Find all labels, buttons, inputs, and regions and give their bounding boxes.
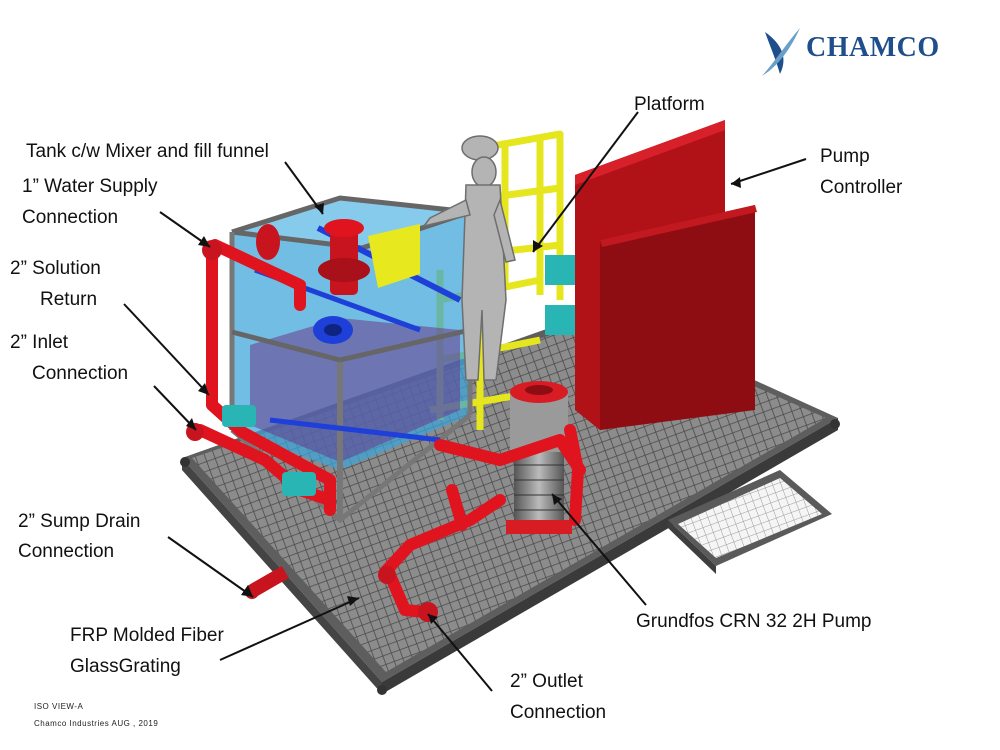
label-grundfos-pump: Grundfos CRN 32 2H Pump bbox=[636, 611, 872, 632]
mixing-tank bbox=[229, 195, 473, 524]
teal-valves bbox=[222, 405, 316, 496]
grundfos-pump bbox=[506, 381, 572, 534]
callout-arrowheads bbox=[186, 177, 741, 624]
pipe-fittings bbox=[186, 224, 438, 622]
label-tank: Tank c/w Mixer and fill funnel bbox=[26, 141, 269, 162]
label-sump-drain-line2: Connection bbox=[18, 541, 115, 562]
label-pump-controller-line1: Pump bbox=[820, 146, 870, 167]
red-piping bbox=[194, 239, 586, 618]
chamco-logo-mark bbox=[762, 28, 800, 76]
company-date-caption: Chamco Industries AUG , 2019 bbox=[34, 719, 159, 728]
label-inlet-line2: Connection bbox=[32, 363, 129, 384]
label-sump-drain-line1: 2” Sump Drain bbox=[18, 511, 141, 532]
label-frp-grating-line2: GlassGrating bbox=[70, 656, 181, 677]
operator-figure bbox=[422, 135, 516, 381]
chamco-logo: CHAMCO bbox=[806, 32, 940, 63]
label-outlet-line2: Connection bbox=[510, 702, 607, 723]
label-platform: Platform bbox=[634, 94, 705, 115]
view-caption: ISO VIEW-A bbox=[34, 702, 84, 711]
label-solution-return-line2: Return bbox=[40, 289, 98, 310]
label-water-supply-line1: 1” Water Supply bbox=[22, 176, 158, 197]
callout-leaders bbox=[123, 111, 807, 692]
label-water-supply-line2: Connection bbox=[22, 207, 119, 228]
label-frp-grating-line1: FRP Molded Fiber bbox=[70, 625, 224, 646]
label-inlet-line1: 2” Inlet bbox=[10, 332, 69, 353]
pump-controller-cabinet bbox=[545, 120, 757, 430]
label-pump-controller-line2: Controller bbox=[820, 177, 903, 198]
label-solution-return-line1: 2” Solution bbox=[10, 258, 101, 279]
label-outlet-line1: 2” Outlet bbox=[510, 671, 583, 692]
